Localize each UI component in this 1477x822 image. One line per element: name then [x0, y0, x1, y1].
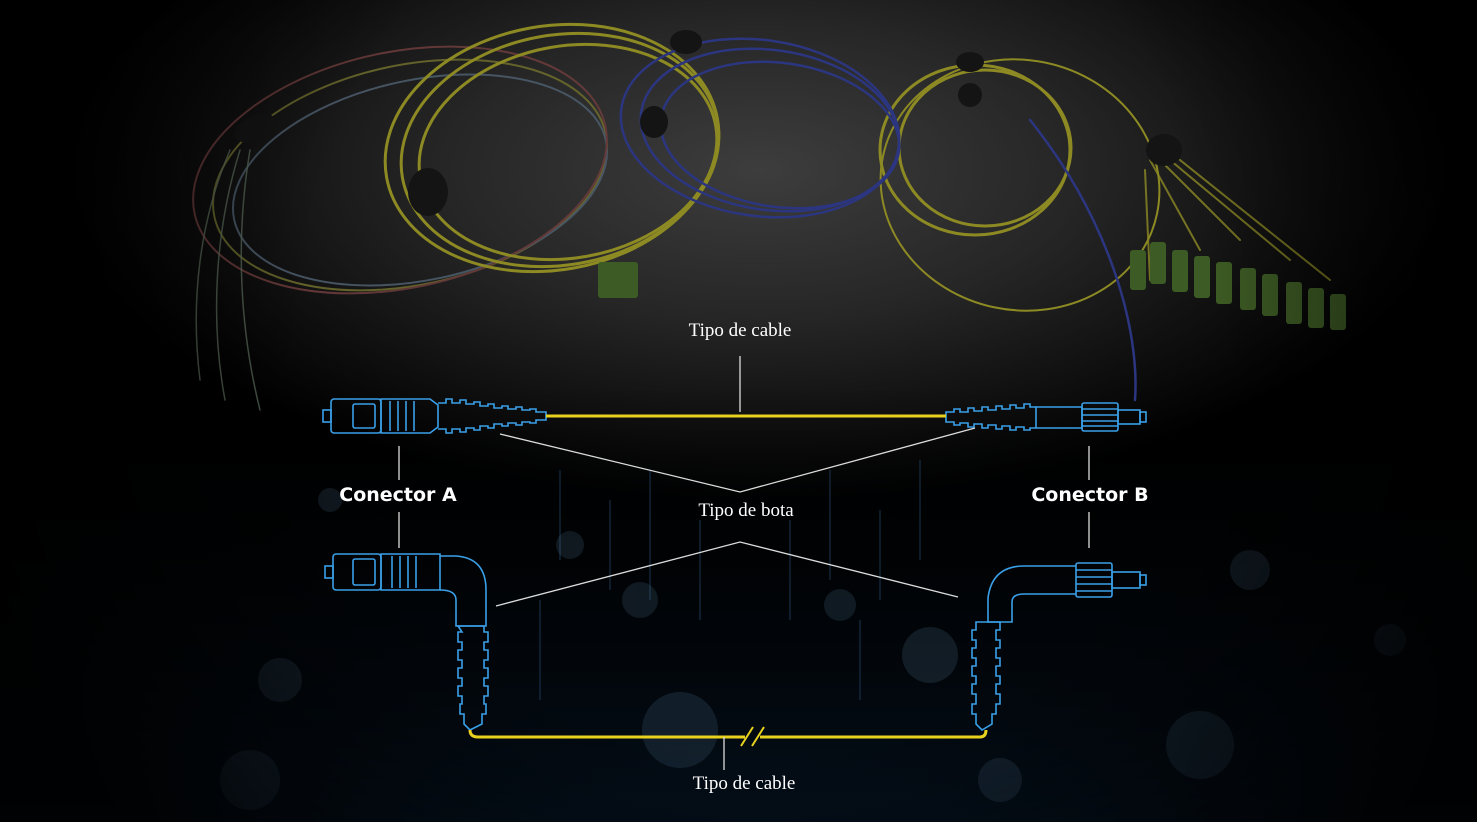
connector-b-label: Conector B — [1031, 484, 1149, 506]
connector-a-label: Conector A — [339, 484, 457, 506]
cable-type-label-top: Tipo de cable — [688, 320, 792, 341]
boot-type-label: Tipo de bota — [698, 500, 794, 521]
cable-type-label-bottom: Tipo de cable — [692, 773, 796, 794]
